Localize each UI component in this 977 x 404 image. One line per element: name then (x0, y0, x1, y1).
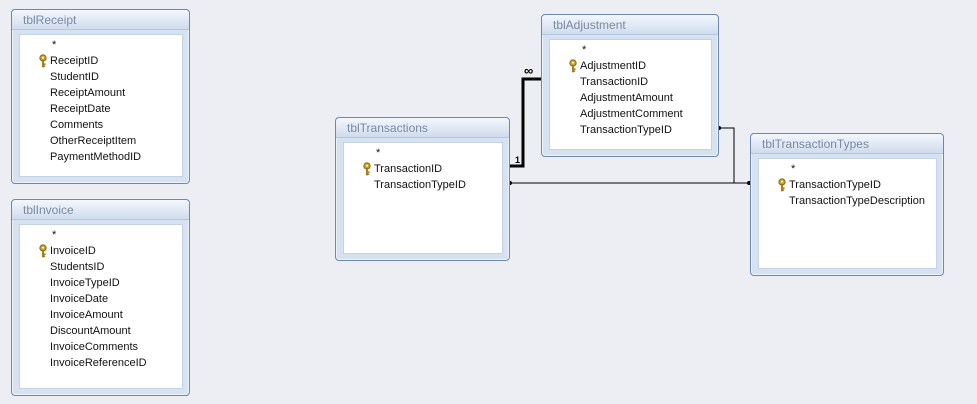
table-tbladjustment[interactable]: tblAdjustment * AdjustmentID TransactionID… (541, 14, 719, 157)
field-invoiceid[interactable]: InvoiceID (50, 245, 96, 257)
relationship-line-adjustment-types[interactable] (718, 127, 750, 184)
field-discountamount[interactable]: DiscountAmount (50, 325, 131, 337)
key-icon (39, 54, 47, 68)
table-tblreceipt[interactable]: tblReceipt * ReceiptID StudentID ReceiptAmo… (11, 9, 190, 184)
field-transactionid[interactable]: TransactionID (580, 76, 649, 88)
field-invoicedate[interactable]: InvoiceDate (50, 293, 109, 305)
cardinality-one-label: 1 (515, 155, 521, 165)
all-fields-marker[interactable]: * (791, 163, 796, 175)
field-invoicetypeid[interactable]: InvoiceTypeID (50, 277, 120, 289)
field-receiptid[interactable]: ReceiptID (50, 55, 99, 67)
field-invoicereferenceid[interactable]: InvoiceReferenceID (50, 357, 147, 369)
field-list[interactable] (343, 142, 503, 254)
table-title[interactable]: tblInvoice (12, 200, 189, 220)
field-invoiceamount[interactable]: InvoiceAmount (50, 309, 123, 321)
cardinality-many-label: ∞ (524, 63, 534, 78)
key-icon (363, 162, 371, 176)
key-icon (39, 244, 47, 258)
field-transactiontypeid[interactable]: TransactionTypeID (580, 124, 672, 136)
field-transactiontypeid[interactable]: TransactionTypeID (789, 179, 881, 191)
field-studentsid[interactable]: StudentsID (50, 261, 105, 273)
field-receiptamount[interactable]: ReceiptAmount (50, 87, 126, 99)
field-adjustmentamount[interactable]: AdjustmentAmount (580, 92, 673, 104)
table-title[interactable]: tblTransactionTypes (751, 134, 943, 154)
table-title[interactable]: tblAdjustment (542, 15, 718, 35)
field-paymentmethodid[interactable]: PaymentMethodID (50, 151, 142, 163)
field-adjustmentid[interactable]: AdjustmentID (580, 60, 647, 72)
field-otherreceiptitem[interactable]: OtherReceiptItem (50, 135, 137, 147)
field-adjustmentcomment[interactable]: AdjustmentComment (580, 108, 683, 120)
all-fields-marker[interactable]: * (376, 147, 381, 159)
field-comments[interactable]: Comments (50, 119, 104, 131)
field-list[interactable] (758, 158, 937, 269)
field-list[interactable] (19, 224, 183, 389)
all-fields-marker[interactable]: * (582, 44, 587, 56)
field-transactiontypeid[interactable]: TransactionTypeID (374, 179, 466, 191)
field-transactiontypedescription[interactable]: TransactionTypeDescription (789, 195, 925, 207)
table-title[interactable]: tblReceipt (12, 10, 189, 30)
field-list[interactable] (549, 39, 712, 150)
field-list[interactable] (19, 34, 183, 177)
table-tblinvoice[interactable]: tblInvoice * InvoiceID StudentsID InvoiceTy… (11, 199, 190, 396)
table-tbltransactions[interactable]: tblTransactions * TransactionID Transactio… (335, 117, 510, 261)
key-icon (569, 59, 577, 73)
table-tbltransactiontypes[interactable]: tblTransactionTypes * TransactionTypeID Tr… (750, 133, 944, 276)
field-receiptdate[interactable]: ReceiptDate (50, 103, 111, 115)
field-studentid[interactable]: StudentID (50, 71, 99, 83)
table-title[interactable]: tblTransactions (336, 118, 509, 138)
field-transactionid[interactable]: TransactionID (374, 163, 443, 175)
relationship-line-transaction-adjustment[interactable] (509, 77, 541, 168)
key-icon (778, 178, 786, 192)
field-invoicecomments[interactable]: InvoiceComments (50, 341, 139, 353)
all-fields-marker[interactable]: * (52, 39, 57, 51)
all-fields-marker[interactable]: * (52, 229, 57, 241)
